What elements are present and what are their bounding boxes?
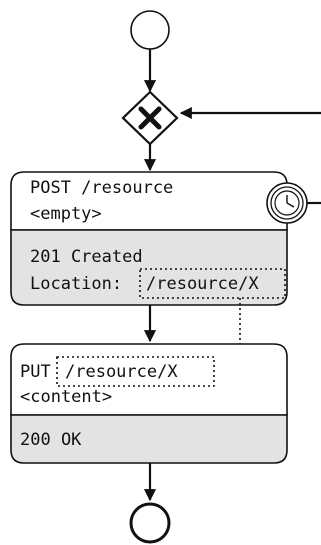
task1-response-location-label: Location:: [30, 274, 122, 294]
task2-request-link[interactable]: /resource/X: [65, 362, 178, 382]
start-event[interactable]: [130, 10, 170, 50]
task2-request-link-box: [56, 356, 215, 387]
timer-boundary-event[interactable]: [266, 182, 308, 224]
task1-location-link[interactable]: /resource/X: [146, 274, 259, 294]
task2-request-line2: <content>: [20, 387, 112, 407]
task2-response-line1: 200 OK: [20, 430, 82, 450]
task-put-resource[interactable]: PUT /resource/X <content> 200 OK: [10, 343, 288, 464]
task1-location-link-box: [139, 268, 286, 299]
task2-request-method: PUT: [20, 362, 51, 382]
exclusive-gateway-x-icon: [138, 106, 162, 130]
task1-request-line1: POST /resource: [30, 178, 173, 198]
timer-clock-icon: [274, 190, 300, 216]
task-post-resource[interactable]: POST /resource <empty> 201 Created Locat…: [10, 171, 288, 306]
task1-response-line1: 201 Created: [30, 247, 143, 267]
task1-request-line2: <empty>: [30, 204, 102, 224]
end-event[interactable]: [129, 502, 171, 544]
exclusive-gateway[interactable]: [121, 90, 179, 146]
